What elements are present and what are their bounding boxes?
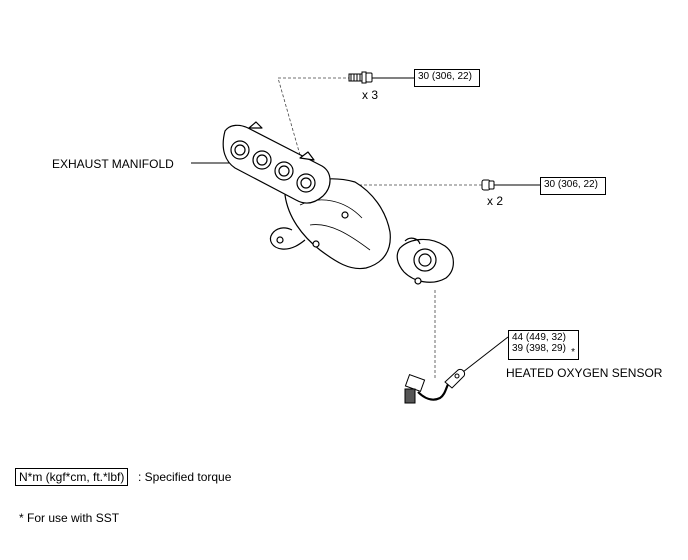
exhaust-manifold-icon <box>222 121 454 285</box>
sensor-torque-box: 44 (449, 32) 39 (398, 29) * <box>508 330 579 360</box>
heated-oxygen-sensor-icon <box>404 369 465 404</box>
torque-legend-format: N*m (kgf*cm, ft.*lbf) <box>19 470 125 484</box>
torque-legend-box: N*m (kgf*cm, ft.*lbf) <box>15 468 129 486</box>
nut-icon <box>481 179 495 191</box>
sst-mark: * <box>571 347 575 358</box>
sensor-torque-line1: 44 (449, 32) <box>512 332 566 343</box>
exhaust-manifold-label: EXHAUST MANIFOLD <box>52 157 174 171</box>
sensor-torque-line2: 39 (398, 29) <box>512 343 566 354</box>
sensor-leader-line <box>462 336 509 373</box>
bolt-icon <box>348 71 373 84</box>
bolt-torque-box: 30 (306, 22) <box>414 69 480 87</box>
bolt-guide-dashed <box>277 77 351 156</box>
bolt-torque-value: 30 (306, 22) <box>418 71 472 82</box>
torque-legend-desc: : Specified torque <box>138 470 232 484</box>
nut-torque-value: 30 (306, 22) <box>544 179 598 190</box>
bolt-quantity-label: x 3 <box>362 88 379 102</box>
nut-torque-box: 30 (306, 22) <box>540 177 606 195</box>
sst-note: * For use with SST <box>19 511 120 525</box>
nut-quantity-label: x 2 <box>487 194 504 208</box>
heated-oxygen-sensor-label: HEATED OXYGEN SENSOR <box>506 366 663 380</box>
